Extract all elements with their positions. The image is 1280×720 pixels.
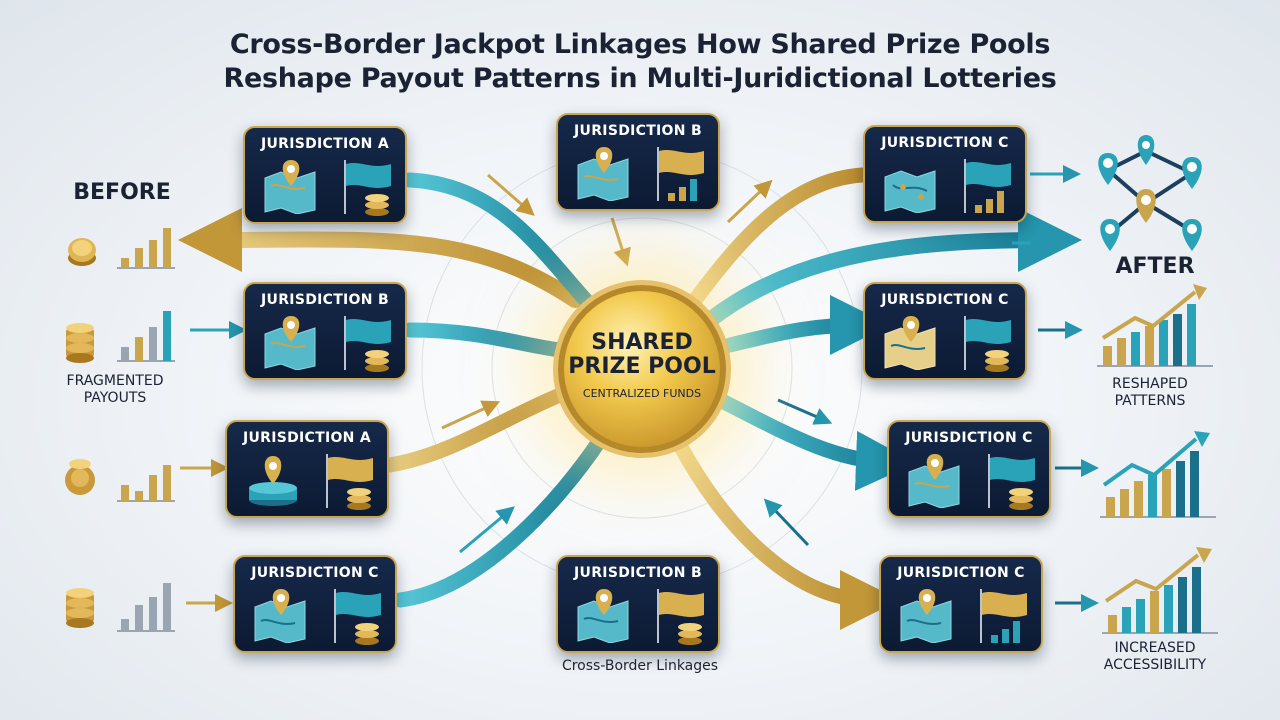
reshaped-patterns-label: RESHAPED PATTERNS: [1112, 376, 1188, 409]
flow-a-top: [402, 172, 598, 313]
card-label: JURISDICTION B: [261, 292, 389, 308]
bar-chart-icon: [117, 465, 175, 502]
flow-pool-to-after: [702, 208, 1082, 328]
jurisdiction-card: JURISDICTION C: [887, 420, 1051, 518]
title-line-2: Reshape Payout Patterns in Multi-Juridic…: [223, 63, 1057, 94]
map-pin-icon: [908, 454, 960, 508]
flow-bands: [178, 167, 1082, 630]
flow-pool-to-c3: [712, 392, 916, 491]
coin-pot-icon: [65, 459, 95, 495]
card-label: JURISDICTION C: [905, 430, 1033, 446]
jurisdiction-card: JURISDICTION C: [863, 282, 1027, 380]
jurisdiction-card: JURISDICTION B: [243, 282, 407, 380]
flag-coins-icon: [344, 316, 391, 372]
title-line-1: Cross-Border Jackpot Linkages How Shared…: [229, 29, 1051, 60]
before-label: BEFORE: [73, 180, 171, 205]
pool-title: SHARED PRIZE POOL: [568, 330, 716, 379]
flag-coins-icon: [326, 454, 373, 510]
flag-bars-icon: [657, 147, 704, 201]
flag-coins-icon: [988, 454, 1035, 510]
page-title: Cross-Border Jackpot Linkages How Shared…: [0, 28, 1280, 96]
pool-subtitle: CENTRALIZED FUNDS: [582, 387, 702, 400]
flow-c-lower-left: [392, 432, 608, 608]
jurisdiction-card: JURISDICTION C: [863, 125, 1027, 223]
cross-border-caption: Cross-Border Linkages: [561, 658, 719, 674]
bar-chart-icon: [117, 228, 175, 269]
flow-pool-to-c4: [672, 437, 900, 630]
bar-chart-icon: [117, 311, 175, 362]
map-pin-icon: [264, 316, 316, 370]
map-pin-icon: [900, 589, 952, 643]
map-pin-icon: [577, 147, 629, 201]
card-label: JURISDICTION B: [574, 123, 702, 139]
card-label: JURISDICTION C: [897, 565, 1025, 581]
flow-pool-to-c1: [687, 167, 870, 308]
jurisdiction-card: JURISDICTION B: [556, 555, 720, 653]
jurisdiction-card: JURISDICTION A: [225, 420, 389, 518]
flag-coins-icon: [964, 316, 1011, 372]
flag-coins-icon: [657, 589, 704, 645]
card-label: JURISDICTION B: [574, 565, 702, 581]
direction-arrows: [180, 165, 1099, 612]
flow-pool-to-c2: [722, 295, 890, 356]
map-pin-icon: [884, 316, 936, 370]
flow-pool-to-before: [178, 207, 583, 308]
card-label: JURISDICTION C: [251, 565, 379, 581]
increased-accessibility-label: INCREASED ACCESSIBILITY: [1103, 640, 1207, 673]
after-label: AFTER: [1115, 254, 1195, 279]
bar-chart-icon: [117, 583, 175, 632]
flow-a-lower: [382, 387, 568, 473]
growth-chart-icon: [1100, 431, 1216, 518]
location-pin-icon: [249, 456, 297, 506]
growth-chart-icon: [1102, 547, 1218, 634]
card-label: JURISDICTION C: [881, 135, 1009, 151]
card-label: JURISDICTION A: [242, 430, 372, 446]
map-pin-icon: [577, 589, 629, 643]
flow-b-left: [402, 322, 568, 358]
flag-coins-icon: [334, 589, 381, 645]
jurisdiction-card: JURISDICTION B: [556, 113, 720, 211]
map-pin-icon: [254, 589, 306, 643]
card-label: JURISDICTION C: [881, 292, 1009, 308]
flag-bars-icon: [964, 159, 1011, 213]
map-icon: [884, 170, 936, 213]
growth-chart-icon: [1097, 284, 1213, 367]
fragmented-payouts-label: FRAGMENTED PAYOUTS: [66, 373, 164, 406]
shared-prize-pool: SHARED PRIZE POOL CENTRALIZED FUNDS: [553, 280, 731, 458]
jurisdiction-card: JURISDICTION A: [243, 126, 407, 224]
coin-stack-icon: [66, 588, 94, 628]
jurisdiction-card: JURISDICTION C: [233, 555, 397, 653]
coin-stack-icon: [68, 238, 96, 266]
flag-bars-icon: [980, 589, 1027, 643]
map-pin-icon: [264, 160, 316, 214]
card-label: JURISDICTION A: [260, 136, 390, 152]
flag-coins-icon: [344, 160, 391, 216]
coin-stack-icon: [66, 323, 94, 363]
jurisdiction-card: JURISDICTION C: [879, 555, 1043, 653]
network-pins-icon: [1098, 135, 1202, 251]
